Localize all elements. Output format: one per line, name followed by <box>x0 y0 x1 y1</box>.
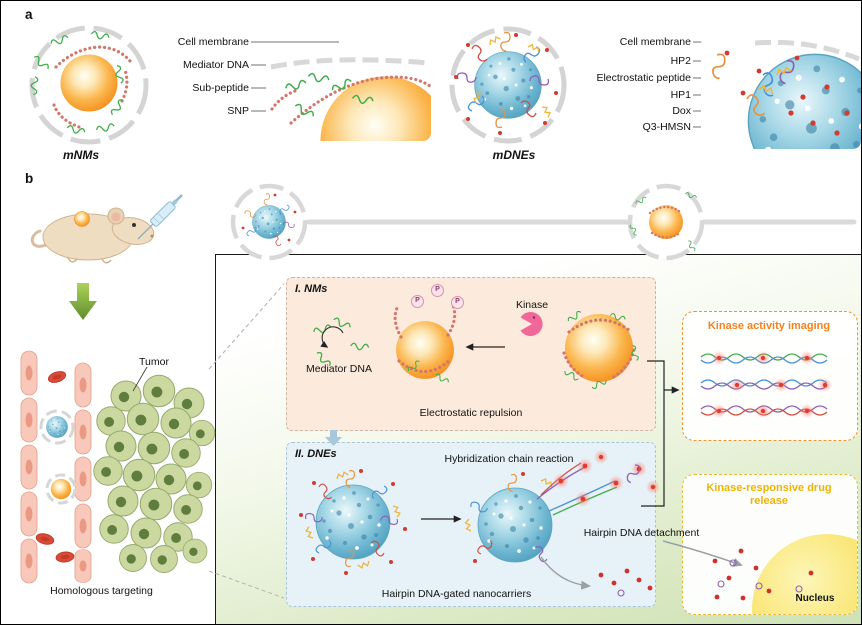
label-cell-membrane-left: Cell membrane <box>177 36 249 48</box>
drug-release-title: Kinase-responsive drug release <box>706 482 832 507</box>
label-snp: SNP <box>227 105 249 117</box>
hcr-label: Hybridization chain reaction <box>444 453 574 465</box>
nucleus-label: Nucleus <box>795 593 835 604</box>
box1-title: I. NMs <box>295 283 328 295</box>
mediator-dna-label: Mediator DNA <box>306 363 372 375</box>
label-q3-hmsn: Q3-HMSN <box>642 121 691 133</box>
homologous-targeting-label: Homologous targeting <box>50 585 153 597</box>
label-mediator-dna: Mediator DNA <box>183 59 249 71</box>
phosphate-icon: P <box>411 295 424 308</box>
mouse-illustration <box>30 194 183 264</box>
electrostatic-repulsion-caption: Electrostatic repulsion <box>419 407 523 419</box>
tumor-label: Tumor <box>139 356 169 368</box>
label-electrostatic-peptide: Electrostatic peptide <box>596 72 691 84</box>
phosphate-icon: P <box>451 296 464 309</box>
vessel-tumor-illustration <box>20 350 216 584</box>
hairpin-detachment-label: Hairpin DNA detachment <box>583 527 700 539</box>
cell-membrane-band <box>230 183 857 261</box>
mnms-particle-art <box>29 25 149 145</box>
kinase-imaging-box <box>682 311 858 441</box>
mdnes-inset-art <box>701 36 861 149</box>
syringe-icon <box>150 194 183 227</box>
label-leader-lines <box>251 41 773 128</box>
kinase-label: Kinase <box>515 299 549 311</box>
injection-down-arrow <box>69 283 97 320</box>
phosphate-icon: P <box>431 284 444 297</box>
tumor-leader-line <box>132 366 148 392</box>
kinase-imaging-title: Kinase activity imaging <box>707 320 831 332</box>
box2-title: II. DNEs <box>295 448 337 460</box>
gated-nanocarriers-caption: Hairpin DNA-gated nanocarriers <box>381 588 532 600</box>
mdnes-particle-art <box>449 26 567 144</box>
mdnes-caption: mDNEs <box>492 148 536 162</box>
panel-b-label: b <box>25 171 34 186</box>
mnms-inset-art <box>266 53 431 141</box>
label-hp2: HP2 <box>670 55 691 67</box>
label-dox: Dox <box>672 105 691 117</box>
panel-a-label: a <box>25 7 33 22</box>
label-sub-peptide: Sub-peptide <box>192 82 249 94</box>
label-cell-membrane-right: Cell membrane <box>619 36 691 48</box>
mnms-caption: mNMs <box>62 148 99 162</box>
dnes-reaction-box <box>286 442 656 607</box>
label-hp1: HP1 <box>670 89 691 101</box>
